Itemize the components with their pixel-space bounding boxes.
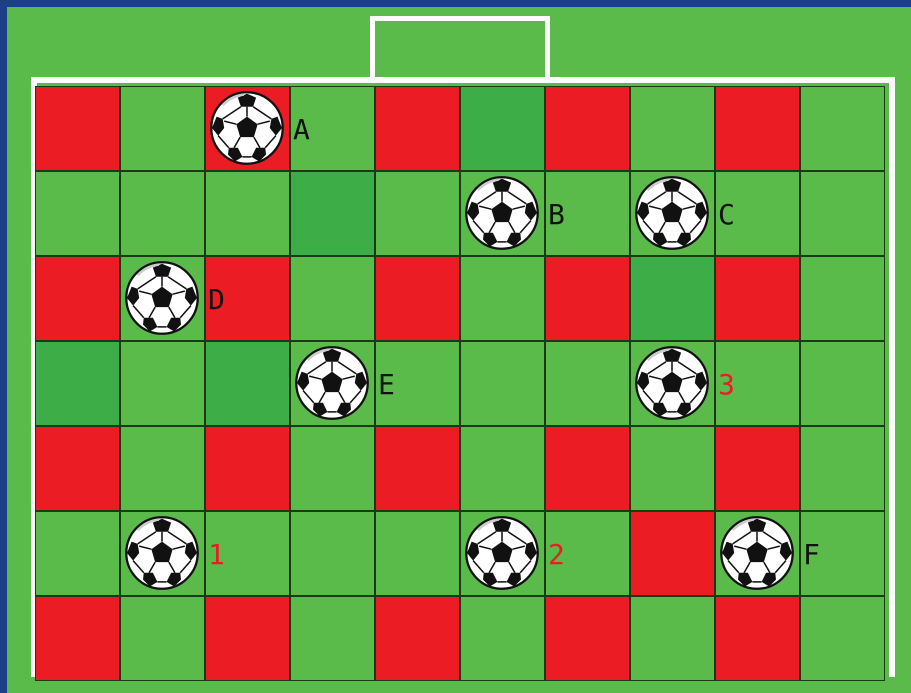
board-cell[interactable] [460,86,545,171]
board-cell[interactable] [800,171,885,256]
board-cell[interactable] [35,171,120,256]
board-cell[interactable] [545,256,630,341]
board-cell[interactable] [630,256,715,341]
board-cell[interactable] [630,426,715,511]
soccer-ball-icon [634,345,710,421]
board-cell[interactable] [375,171,460,256]
ball-label: D [208,286,225,314]
soccer-ball-icon [124,260,200,336]
goal-box [370,16,550,83]
ball-label: F [803,541,820,569]
board-cell[interactable] [375,86,460,171]
board-cell[interactable] [800,596,885,681]
ball-piece[interactable] [209,90,285,166]
board-cell[interactable] [120,86,205,171]
board-cell[interactable] [290,511,375,596]
board-cell[interactable] [35,596,120,681]
board-cell[interactable] [120,341,205,426]
game-board: A B C D E 3 1 2 F [35,86,885,681]
board-cell[interactable] [120,171,205,256]
soccer-ball-icon [634,175,710,251]
board-cell[interactable] [290,596,375,681]
board-cell[interactable] [630,86,715,171]
ball-piece[interactable] [124,260,200,336]
soccer-ball-icon [209,90,285,166]
board-cell[interactable] [545,341,630,426]
board-cell[interactable] [35,86,120,171]
board-cell[interactable] [290,426,375,511]
board-cell[interactable] [35,426,120,511]
board-cell[interactable] [460,256,545,341]
board-cell[interactable] [715,86,800,171]
ball-label: C [718,201,735,229]
ball-label: E [378,371,395,399]
board-cell[interactable] [205,171,290,256]
board-cell[interactable] [800,341,885,426]
board-cell[interactable] [205,596,290,681]
board-cell[interactable] [375,596,460,681]
ball-piece[interactable] [634,345,710,421]
board-cell[interactable] [545,426,630,511]
soccer-ball-icon [464,515,540,591]
ball-label: 1 [208,541,225,569]
ball-label: 2 [548,541,565,569]
board-cell[interactable] [545,596,630,681]
board-cell[interactable] [630,511,715,596]
soccer-ball-icon [124,515,200,591]
board-cell[interactable] [460,341,545,426]
board-cell[interactable] [120,426,205,511]
board-cell[interactable] [715,426,800,511]
board-cell[interactable] [800,256,885,341]
ball-label: A [293,116,310,144]
board-cell[interactable] [35,341,120,426]
board-cell[interactable] [375,511,460,596]
ball-piece[interactable] [124,515,200,591]
soccer-ball-icon [719,515,795,591]
board-cell[interactable] [290,171,375,256]
ball-piece[interactable] [719,515,795,591]
ball-piece[interactable] [634,175,710,251]
board-cell[interactable] [800,426,885,511]
board-cell[interactable] [290,256,375,341]
soccer-ball-icon [294,345,370,421]
board-cell[interactable] [205,426,290,511]
board-cell[interactable] [545,86,630,171]
board-cell[interactable] [800,86,885,171]
board-cell[interactable] [460,426,545,511]
board-cell[interactable] [35,511,120,596]
ball-label: B [548,201,565,229]
ball-piece[interactable] [294,345,370,421]
frame-edge [0,0,7,518]
ball-piece[interactable] [464,515,540,591]
board-cell[interactable] [375,426,460,511]
ball-piece[interactable] [464,175,540,251]
board-cell[interactable] [205,341,290,426]
board-cell[interactable] [630,596,715,681]
board-cell[interactable] [120,596,205,681]
ball-label: 3 [718,371,735,399]
board-cell[interactable] [715,256,800,341]
soccer-ball-icon [464,175,540,251]
board-cell[interactable] [35,256,120,341]
board-cell[interactable] [715,596,800,681]
board-cell[interactable] [375,256,460,341]
board-cell[interactable] [460,596,545,681]
